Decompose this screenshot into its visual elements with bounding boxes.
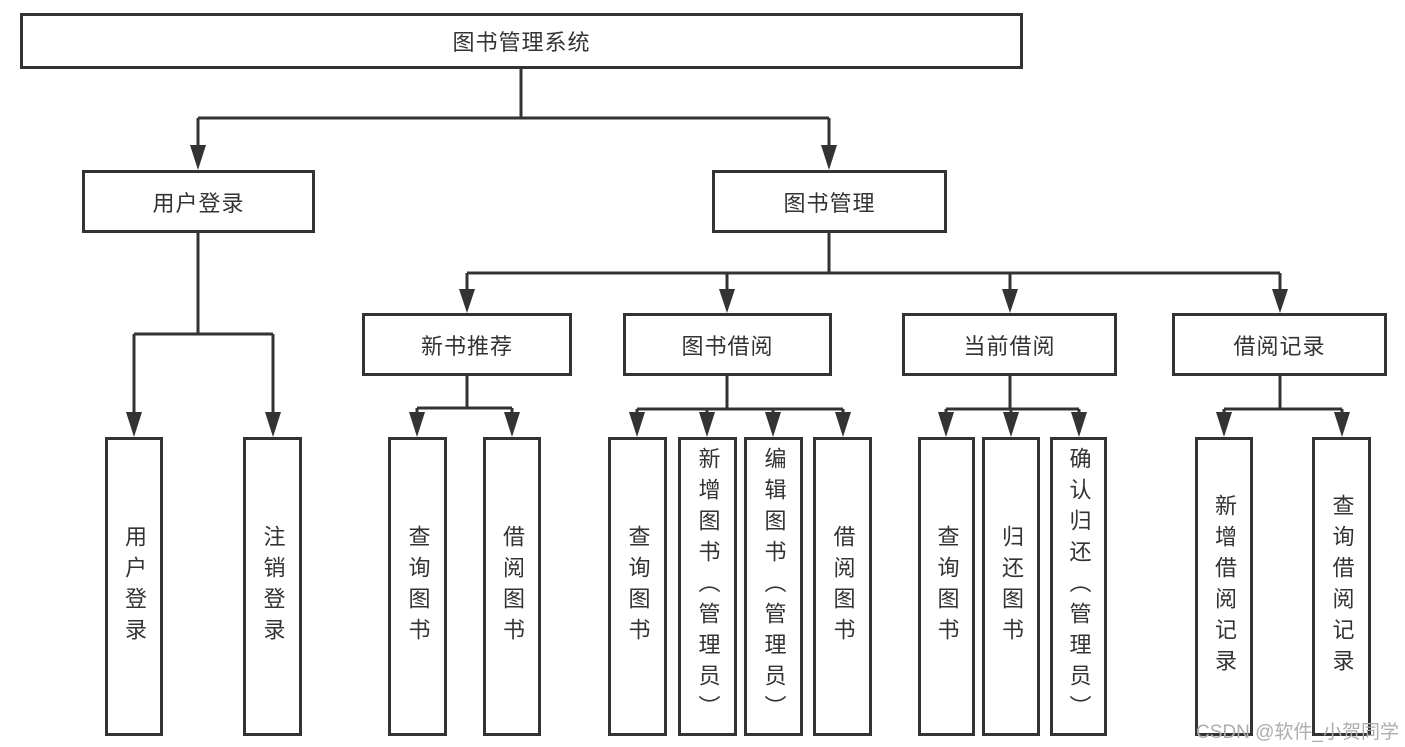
leaf-user-login: 用户登录 [105,437,163,736]
node-book-management: 图书管理 [712,170,947,233]
leaf-logout: 注销登录 [243,437,302,736]
leaf-confirm-return-admin: 确认归还（管理员） [1050,437,1107,736]
connector-current-to-leaves [944,376,1081,416]
leaf-label: 新增图书（管理员） [695,447,721,726]
leaf-label: 查询图书 [405,524,431,649]
node-user-login: 用户登录 [82,170,315,233]
connector-records-to-leaves [1222,376,1344,416]
leaf-label: 归还图书 [999,524,1024,649]
leaf-add-borrow-record: 新增借阅记录 [1195,437,1253,736]
leaf-label: 查询借阅记录 [1329,493,1355,680]
leaf-label: 查询图书 [625,524,651,649]
node-label: 图书管理系统 [452,30,591,55]
leaf-query-borrow-record: 查询借阅记录 [1312,437,1371,736]
connector-borrow-to-leaves [635,376,845,416]
leaf-edit-books-admin: 编辑图书（管理员） [744,437,803,736]
connector-login-to-leaves [132,233,275,416]
leaf-label: 借阅图书 [830,524,856,649]
leaf-query-books-recommend: 查询图书 [388,437,447,736]
node-library-management-system: 图书管理系统 [20,13,1023,69]
leaf-label: 查询图书 [934,524,960,649]
node-label: 借阅记录 [1233,333,1326,359]
node-book-borrowing: 图书借阅 [623,313,832,376]
connector-root-to-level2 [196,69,831,150]
leaf-query-books-borrow: 查询图书 [608,437,667,736]
connector-mgmt-to-level3 [465,233,1282,292]
node-label: 新书推荐 [420,333,513,359]
leaf-label: 注销登录 [260,524,286,649]
node-current-borrowing: 当前借阅 [902,313,1117,376]
leaf-add-books-admin: 新增图书（管理员） [678,437,737,736]
leaf-query-books-current: 查询图书 [918,437,975,736]
leaf-label: 借阅图书 [500,524,525,649]
leaf-label: 用户登录 [122,524,147,649]
leaf-borrow-books: 借阅图书 [813,437,872,736]
node-label: 图书借阅 [681,333,774,359]
leaf-borrow-books-recommend: 借阅图书 [483,437,541,736]
connector-newbook-to-leaves [415,376,514,416]
leaf-label: 编辑图书（管理员） [761,447,787,726]
node-label: 用户登录 [152,190,245,216]
leaf-label: 新增借阅记录 [1212,493,1237,680]
leaf-label: 确认归还（管理员） [1066,447,1092,726]
leaf-return-books: 归还图书 [982,437,1040,736]
csdn-watermark: CSDN @软件_小贺同学 [1196,722,1399,743]
node-borrowing-records: 借阅记录 [1172,313,1387,376]
node-new-book-recommendation: 新书推荐 [362,313,572,376]
node-label: 图书管理 [783,190,876,216]
node-label: 当前借阅 [963,333,1056,359]
